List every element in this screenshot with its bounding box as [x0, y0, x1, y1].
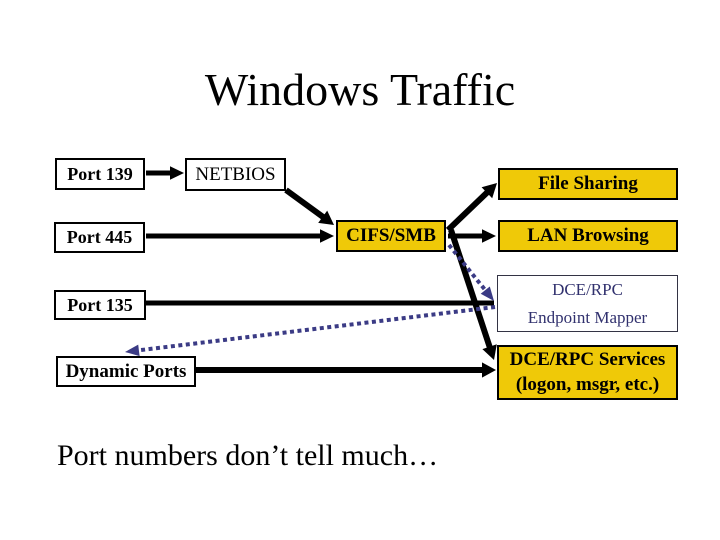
footer-text: Port numbers don’t tell much…: [57, 439, 439, 472]
edge-arrowhead-cifssmb-to-dceservices: [482, 344, 497, 360]
edge-cifssmb-to-filesharing: [445, 187, 492, 233]
edge-cifssmb-to-endpointmapper-dashed: [447, 243, 490, 295]
edge-arrowhead-cifssmb-to-lanbrowsing: [482, 229, 496, 243]
node-port-445: Port 445: [54, 222, 145, 253]
edge-arrowhead-port139-to-netbios: [170, 166, 184, 180]
node-dce-rpc-endpoint-mapper-label: DCE/RPC Endpoint Mapper: [498, 276, 677, 330]
node-dynamic-ports-label: Dynamic Ports: [65, 360, 187, 382]
endpoint-mapper-line2: Endpoint Mapper: [527, 307, 648, 327]
node-netbios: NETBIOS: [185, 158, 286, 191]
node-dce-rpc-services: DCE/RPC Services (logon, msgr, etc.): [497, 345, 678, 400]
edge-arrowhead-endpointmapper-to-dynamicports-dashed: [125, 344, 140, 357]
node-port-135: Port 135: [54, 290, 146, 320]
endpoint-mapper-line1: DCE/RPC: [552, 280, 623, 300]
edge-endpointmapper-to-dynamicports-dashed: [134, 305, 496, 353]
node-lan-browsing: LAN Browsing: [498, 220, 678, 252]
node-cifs-smb: CIFS/SMB: [336, 220, 446, 252]
dce-services-line1: DCE/RPC Services: [509, 348, 666, 370]
edge-netbios-to-cifssmb: [284, 187, 328, 222]
edge-arrowhead-cifssmb-to-filesharing: [481, 183, 497, 199]
node-file-sharing-label: File Sharing: [538, 173, 638, 195]
node-cifs-smb-label: CIFS/SMB: [346, 225, 436, 247]
node-port-139: Port 139: [55, 158, 145, 190]
edge-cifssmb-to-dceservices: [448, 229, 494, 352]
edge-arrowhead-netbios-to-cifssmb: [318, 210, 334, 225]
node-dynamic-ports: Dynamic Ports: [56, 356, 196, 387]
edge-arrowhead-dynamicports-to-dceservices: [482, 362, 496, 378]
node-dce-rpc-endpoint-mapper: DCE/RPC Endpoint Mapper: [497, 275, 678, 332]
edge-arrowhead-cifssmb-to-endpointmapper-dashed: [480, 286, 494, 301]
node-port-445-label: Port 445: [66, 227, 133, 248]
node-port-139-label: Port 139: [67, 163, 133, 184]
slide-title: Windows Traffic: [204, 64, 516, 115]
node-dce-rpc-services-label: DCE/RPC Services (logon, msgr, etc.): [499, 348, 676, 397]
node-netbios-label: NETBIOS: [195, 163, 276, 185]
edge-arrowhead-port445-to-cifssmb: [320, 229, 334, 243]
node-file-sharing: File Sharing: [498, 168, 678, 200]
node-lan-browsing-label: LAN Browsing: [527, 225, 649, 247]
node-port-135-label: Port 135: [67, 294, 133, 315]
dce-services-line2: (logon, msgr, etc.): [515, 373, 660, 395]
